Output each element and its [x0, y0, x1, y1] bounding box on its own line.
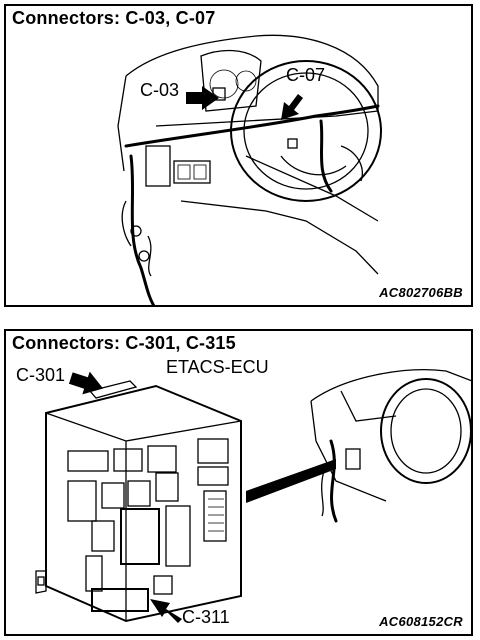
etacs-ecu-illustration: [35, 369, 471, 623]
center-control-knob-left: [177, 164, 191, 180]
thumb-cluster: [340, 390, 397, 422]
left-harness-drop: [129, 154, 156, 305]
connector-small-b: [138, 250, 150, 262]
location-pointer: [246, 459, 336, 503]
ecu-mount-hole: [37, 576, 45, 586]
connector-c07-body: [287, 138, 298, 149]
panel-title: Connectors: C-03, C-07: [12, 8, 216, 28]
connector-c311-block: [91, 588, 149, 612]
thumb-steering-wheel: [380, 378, 471, 484]
panel-connectors-c03-c07: Connectors: C-03, C-07: [4, 4, 473, 307]
ecu-side-socket-3: [203, 490, 227, 542]
ecu-side-socket-pins: [208, 498, 224, 532]
steering-hub: [280, 155, 347, 176]
relay-block: [145, 145, 171, 187]
thumb-dash-top: [310, 369, 471, 402]
steering-wheel-inner: [243, 72, 369, 190]
ecu-socket-6: [127, 480, 151, 507]
instrument-cluster: [200, 49, 262, 112]
arrow-c301: [68, 371, 104, 395]
figure-id: AC802706BB: [379, 285, 463, 300]
thumb-harness: [329, 439, 338, 523]
callout-c301: C-301: [16, 365, 66, 385]
callout-etacs-ecu: ETACS-ECU: [166, 357, 269, 377]
dash-lower-edge: [155, 110, 379, 127]
thumb-ecu-location: [345, 448, 361, 470]
arrow-c311: [150, 599, 182, 623]
ecu-socket-9: [85, 555, 103, 592]
panel-connectors-c301-c315: Connectors: C-301, C-315: [4, 329, 473, 636]
ecu-mount-tab-left: [35, 570, 47, 594]
left-harness-branch: [121, 200, 132, 247]
ecu-socket-7: [155, 472, 179, 502]
connector-c301-block: [88, 380, 138, 399]
dash-top-outline: [125, 34, 379, 111]
arrow-c03: [186, 86, 219, 110]
ecu-socket-2: [113, 448, 143, 472]
ecu-top-edge: [45, 412, 242, 442]
figure-id: AC608152CR: [379, 614, 463, 629]
callout-c311: C-311: [182, 607, 230, 627]
ecu-socket-5: [101, 482, 125, 509]
dashboard-wiring-illustration: [117, 34, 382, 305]
thumb-harness-branch: [321, 470, 325, 517]
dash-bottom-edge: [180, 200, 379, 275]
ecu-side-socket-1: [197, 438, 229, 464]
right-harness-branch: [319, 119, 333, 193]
connector-cluster-lines: [147, 235, 152, 277]
callout-c03: C-03: [140, 80, 180, 100]
thumb-dash-lower: [310, 400, 387, 502]
ecu-socket-1: [67, 450, 109, 472]
connector-small-a: [130, 225, 142, 237]
panel-title: Connectors: C-301, C-315: [12, 333, 236, 353]
dash-left-outline: [117, 75, 127, 172]
ecu-socket-3: [147, 445, 177, 473]
gauge-right: [235, 70, 257, 92]
ecu-bottom-socket: [153, 575, 173, 595]
ecu-socket-8: [91, 520, 115, 552]
center-control-knob-right: [193, 164, 207, 180]
ecu-body-outline: [45, 384, 242, 623]
main-harness: [124, 104, 380, 148]
steering-spoke: [340, 145, 363, 182]
center-control-panel: [173, 160, 211, 184]
ecu-side-socket-2: [197, 466, 229, 486]
callout-c07: C-07: [286, 65, 326, 85]
ecu-socket-4: [67, 480, 97, 522]
thumb-steering-inner: [390, 388, 462, 474]
gauge-left: [209, 69, 239, 99]
arrow-c07: [281, 94, 303, 120]
ecu-main-connector: [120, 508, 160, 565]
ecu-socket-10: [165, 505, 191, 567]
